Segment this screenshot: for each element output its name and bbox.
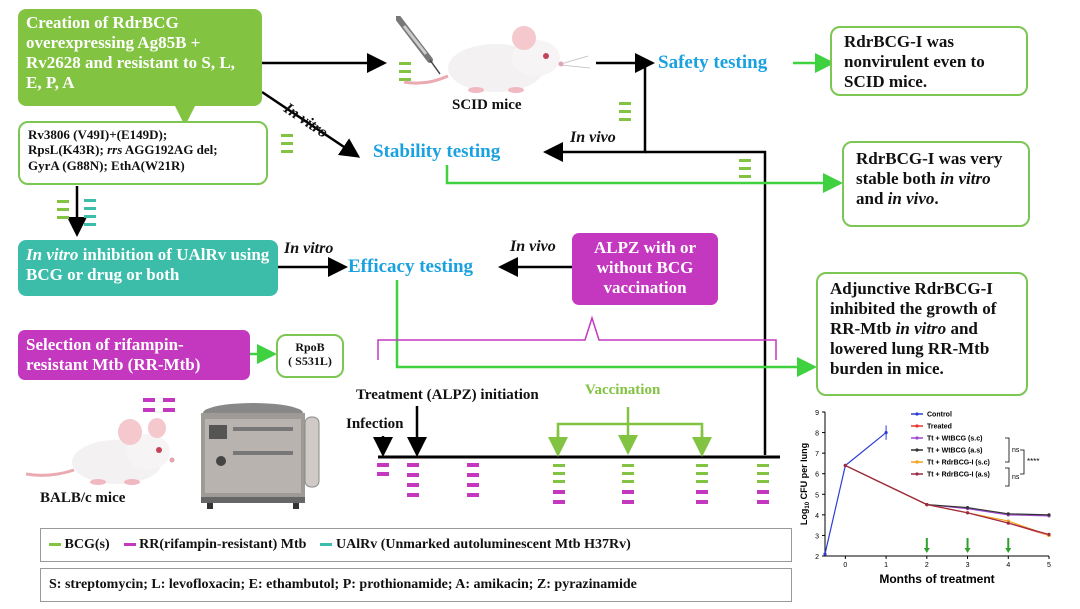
legend-entry: Tt + WtBCG (a.s) (927, 448, 982, 455)
legend-ualrv: UAlRv (Unmarked autoluminescent Mtb H37R… (320, 537, 631, 552)
y-tick-label: 5 (815, 492, 819, 499)
y-tick-label: 6 (815, 472, 819, 479)
legend-swatch-dot (915, 448, 919, 452)
legend-swatch-dot (915, 412, 919, 416)
sig-bracket (1020, 449, 1025, 475)
y-tick-label: 9 (815, 410, 819, 417)
data-point (925, 502, 929, 507)
x-tick-label: 2 (925, 562, 929, 569)
scid-mouse-image (396, 16, 591, 93)
data-point (823, 552, 827, 556)
legend-entry: Tt + RdrBCG-I (a.s) (927, 472, 990, 479)
arrow-stability-to-result (445, 165, 843, 193)
mutations-line-1: Rv3806 (V49I)+(E149D); (28, 127, 168, 142)
alpz-box: ALPZ with or without BCG vaccination (572, 233, 718, 305)
significance-annotation: **** (1027, 457, 1039, 466)
data-point (1047, 532, 1051, 536)
data-point (1006, 512, 1010, 516)
scid-mice-label: SCID mice (452, 97, 522, 113)
x-tick-label: 3 (966, 562, 970, 569)
legend-swatch-dot (915, 472, 919, 476)
x-tick-label: 5 (1047, 562, 1051, 569)
balbc-mouse-image (25, 418, 175, 485)
x-axis-label: Months of treatment (879, 572, 994, 586)
y-tick-label: 7 (815, 451, 819, 458)
arrow-creation-to-stability (261, 90, 361, 158)
abbreviation-box: S: streptomycin; L: levofloxacin; E: eth… (40, 568, 792, 602)
y-tick-label: 4 (815, 513, 819, 520)
x-tick-label: 1 (884, 562, 888, 569)
in-vitro-inhibition-box: In vitro inhibition of UAlRv using BCG o… (18, 240, 278, 296)
series-line (824, 432, 887, 555)
vaccination-marker-head (1005, 548, 1012, 553)
y-tick-label: 2 (815, 554, 819, 561)
in-vivo-label-stability: In vivo (570, 129, 616, 146)
legend-entry: Tt + RdrBCG-I (s.c) (927, 460, 990, 467)
y-tick-label: 8 (815, 431, 819, 438)
legend-entry: Treated (927, 424, 952, 431)
legend-rr: RR(rifampin-resistant) Mtb (123, 537, 306, 552)
result-efficacy-box: Adjunctive RdrBCG-I inhibited the growth… (816, 272, 1028, 396)
ns-bracket-2 (1005, 467, 1010, 487)
y-axis-label: Log10 CFU per lung (799, 443, 811, 525)
data-point (843, 463, 847, 468)
syringe-icon (396, 16, 441, 75)
creation-box: Creation of RdrBCG overexpressing Ag85B … (18, 9, 262, 106)
bracket (377, 315, 777, 360)
mutations-box: Rv3806 (V49I)+(E149D); RpsL(K43R); rrs A… (18, 121, 268, 185)
legend-entry: Control (927, 412, 952, 419)
legend-box: BCG(s) RR(rifampin-resistant) Mtb UAlRv … (40, 528, 792, 562)
result-safety-box: RdrBCG-I was nonvirulent even to SCID mi… (830, 26, 1028, 96)
aerosol-chamber-image (201, 403, 320, 509)
data-point (1006, 521, 1010, 525)
in-vivo-label-efficacy: In vivo (510, 238, 556, 255)
efficacy-testing-label: Efficacy testing (348, 256, 474, 277)
data-point (965, 506, 970, 510)
data-point (965, 511, 970, 515)
arrow-timeline-to-stability (645, 150, 767, 455)
mouse-icon (403, 26, 591, 93)
legend-swatch-dot (915, 460, 919, 464)
stability-testing-label: Stability testing (373, 141, 501, 162)
mutations-line-3: GyrA (G88N); EthA(W21R) (28, 157, 185, 173)
selection-box: Selection of rifampin-resistant Mtb (RR-… (18, 330, 250, 380)
arrow-efficacy-to-result (395, 280, 817, 377)
vaccination-marker-head (964, 548, 971, 553)
safety-testing-label: Safety testing (658, 52, 768, 73)
data-point (1047, 513, 1051, 517)
x-tick-label: 4 (1006, 562, 1010, 569)
legend-bcg: BCG(s) (49, 537, 110, 552)
balbc-mice-label: BALB/c mice (40, 490, 126, 506)
vaccination-label: Vaccination (585, 382, 661, 398)
ns-bracket-1 (1005, 437, 1010, 463)
ns-annotation-2: ns (1012, 474, 1020, 481)
y-tick-label: 3 (815, 533, 819, 540)
result-stability-box: RdrBCG-I was very stable both in vitro a… (842, 141, 1030, 227)
infection-label: Infection (346, 416, 404, 432)
in-vitro-label-efficacy: In vitro (284, 240, 334, 257)
mutations-line-2: RpsL(K43R); rrs AGG192AG del; (28, 142, 218, 158)
vaccination-marker-head (923, 548, 930, 553)
x-tick-label: 0 (843, 562, 847, 569)
ns-annotation-1: ns (1012, 447, 1020, 454)
legend-swatch-dot (915, 424, 919, 428)
treatment-initiation-label: Treatment (ALPZ) initiation (356, 387, 539, 403)
legend-swatch-dot (915, 436, 919, 440)
legend-entry: Tt + WtBCG (s.c) (927, 436, 982, 443)
creation-text: Creation of RdrBCG overexpressing Ag85B … (26, 13, 235, 93)
rpob-box: RpoB ( S531L) (276, 334, 344, 378)
